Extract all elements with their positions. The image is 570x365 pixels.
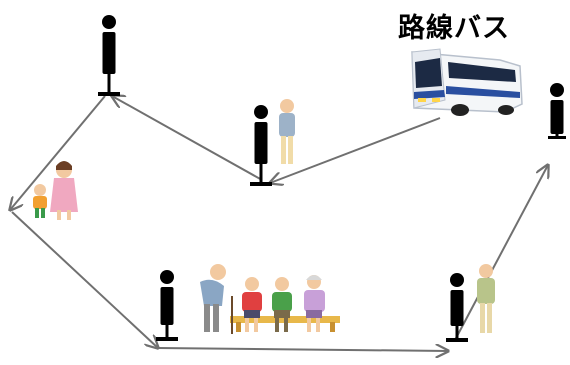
route-segment-bottom-to-stop4	[158, 348, 448, 351]
route-segment-left-to-bottom	[12, 212, 158, 348]
bus-stop-sign-icon-5	[548, 83, 566, 139]
route-segment-stop4-to-right	[455, 165, 548, 340]
bus-stop-sign-icon-4	[446, 273, 468, 342]
bus-stop-sign-icon-3	[156, 270, 178, 341]
mother-and-child-icon	[33, 161, 78, 220]
person-icon	[279, 99, 295, 164]
route-segment-stop2-to-stop1	[112, 96, 262, 180]
bus-stop-sign-icon-1	[98, 15, 120, 96]
bus-label: 路線バス	[398, 6, 510, 45]
bus-stop-sign-icon-2	[250, 105, 272, 186]
route-segment-bus-to-stop2	[270, 118, 440, 183]
route-bus-icon	[412, 49, 522, 116]
person-icon-2	[477, 264, 495, 333]
elderly-group-icon	[200, 264, 340, 334]
